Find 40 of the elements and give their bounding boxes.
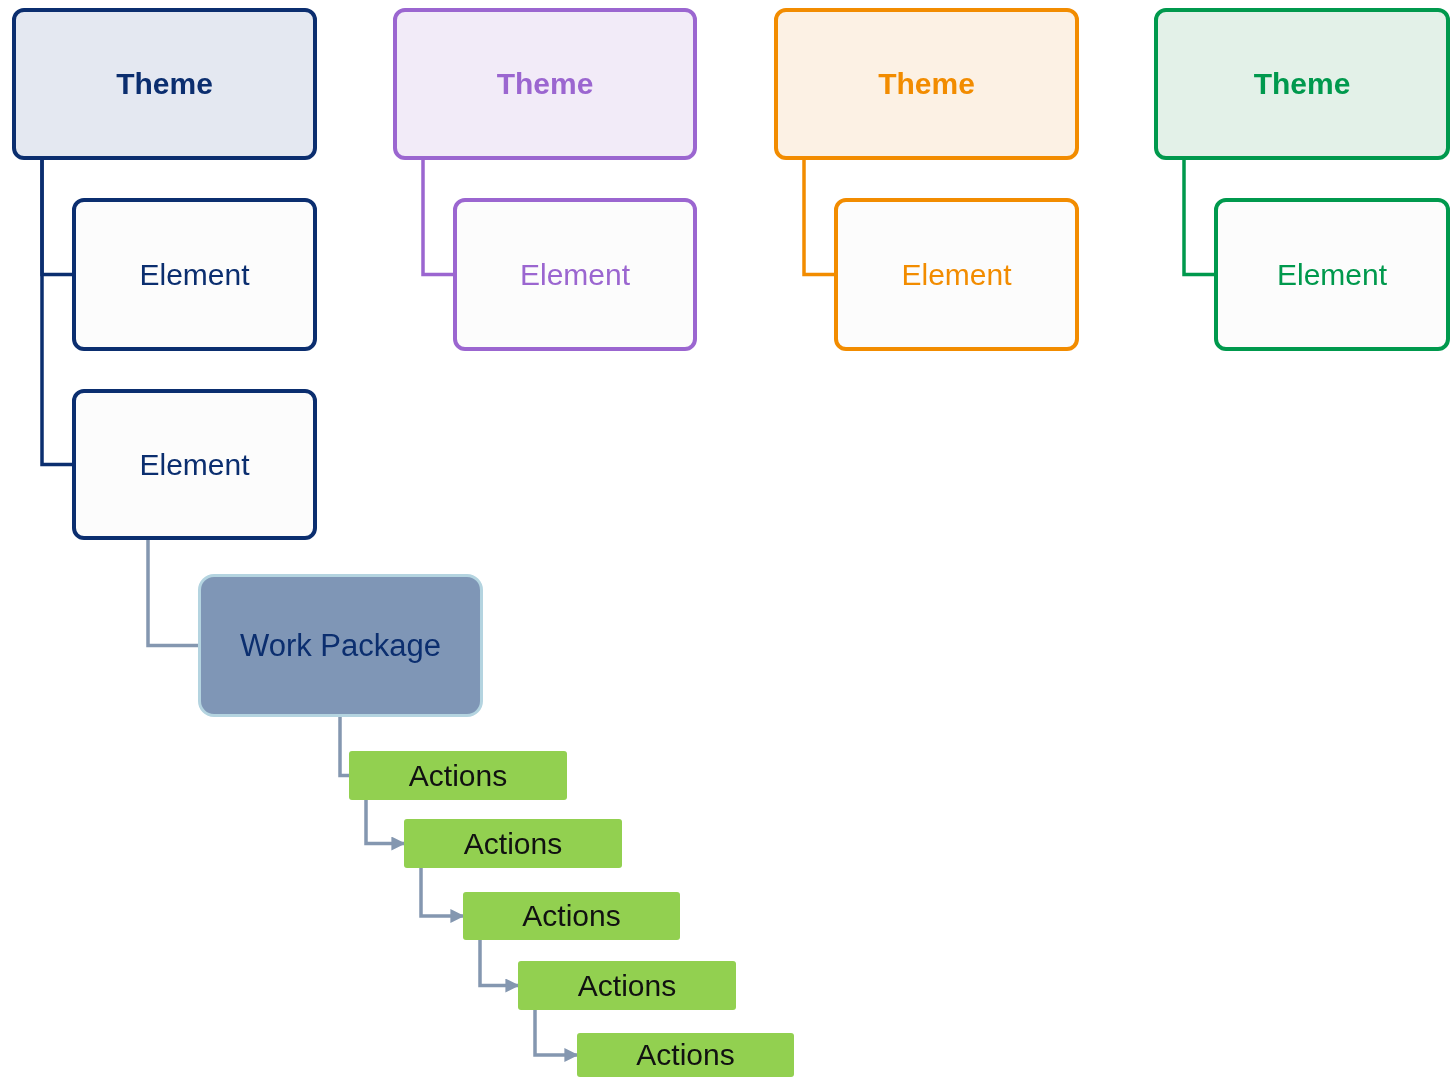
connector-line bbox=[146, 540, 198, 648]
box-label: Theme bbox=[116, 67, 213, 101]
arrow bbox=[533, 1010, 579, 1062]
element-box bbox=[72, 389, 317, 540]
arrow bbox=[478, 940, 520, 993]
box-label: Element bbox=[901, 257, 1012, 292]
theme-box bbox=[12, 8, 317, 160]
box-label: Work Package bbox=[240, 627, 441, 664]
box-label: Actions bbox=[408, 758, 508, 793]
box-label: Actions bbox=[522, 899, 621, 933]
element-box bbox=[1214, 198, 1450, 351]
box-label: Actions bbox=[463, 826, 563, 861]
box-label: Element bbox=[1276, 257, 1388, 292]
box-label: Actions bbox=[577, 968, 677, 1003]
connector-line bbox=[802, 160, 834, 277]
connector-line bbox=[40, 160, 72, 467]
action-box bbox=[349, 751, 567, 800]
theme-box bbox=[393, 8, 697, 160]
arrow bbox=[364, 800, 406, 851]
theme-box bbox=[1154, 8, 1450, 160]
action-box bbox=[463, 892, 680, 940]
box-label: Theme bbox=[1253, 67, 1351, 101]
element-box bbox=[453, 198, 697, 351]
connector-line bbox=[421, 160, 453, 277]
theme-box bbox=[774, 8, 1079, 160]
connector-line bbox=[338, 717, 349, 778]
box-label: Element bbox=[139, 447, 250, 482]
box-label: Theme bbox=[878, 67, 975, 101]
element-box bbox=[834, 198, 1079, 351]
box-label: Theme bbox=[496, 67, 594, 101]
action-box bbox=[577, 1033, 794, 1077]
box-label: Element bbox=[139, 257, 250, 292]
work-package-box bbox=[198, 574, 483, 717]
connector-line bbox=[1182, 160, 1214, 277]
arrow bbox=[419, 868, 465, 923]
action-box bbox=[404, 819, 622, 868]
box-label: Element bbox=[519, 257, 631, 292]
action-box bbox=[518, 961, 736, 1010]
element-box bbox=[72, 198, 317, 351]
box-label: Actions bbox=[636, 1038, 735, 1072]
